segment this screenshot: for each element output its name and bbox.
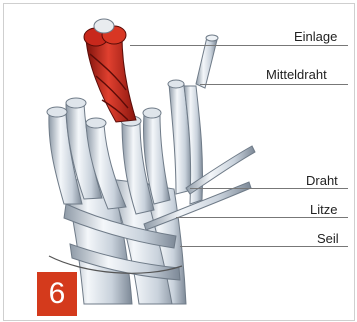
leader-draht xyxy=(190,188,348,189)
label-seil: Seil xyxy=(317,231,339,246)
label-mitteldraht: Mitteldraht xyxy=(266,67,327,82)
leader-einlage xyxy=(130,45,348,46)
leader-litze xyxy=(176,217,348,218)
figure-number-badge: 6 xyxy=(37,272,77,316)
leader-mitteldraht xyxy=(200,84,348,85)
figure-frame: Einlage Mitteldraht Draht Litze Seil 6 xyxy=(3,3,355,321)
leader-seil xyxy=(180,246,348,247)
label-draht: Draht xyxy=(306,173,338,188)
label-litze: Litze xyxy=(310,202,337,217)
fibre-core xyxy=(84,19,136,122)
label-einlage: Einlage xyxy=(294,29,337,44)
